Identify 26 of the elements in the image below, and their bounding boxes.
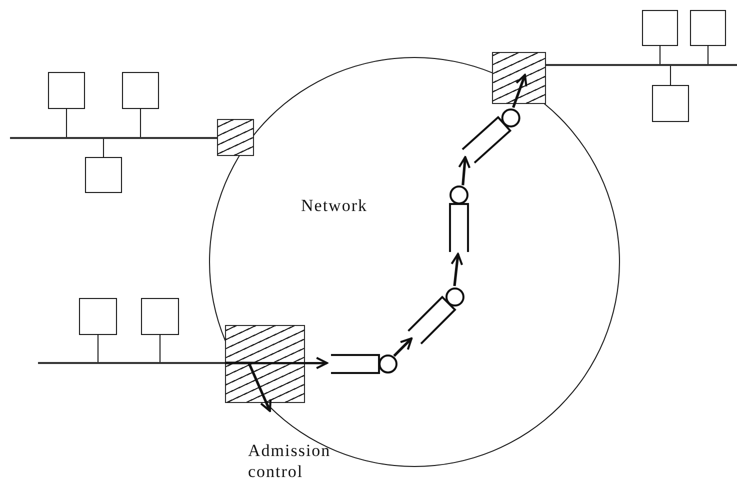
arrow: [458, 156, 471, 186]
host-box: [642, 10, 678, 46]
arrow: [248, 362, 272, 412]
host-box: [79, 298, 117, 335]
host-box: [85, 157, 122, 193]
arrow: [450, 252, 464, 286]
bus-line: [38, 362, 225, 364]
host-box: [48, 72, 85, 109]
gateway-box: [492, 52, 546, 104]
arrow: [393, 337, 413, 357]
admission-control-label: Admission control: [248, 440, 366, 484]
arrow: [512, 74, 528, 108]
connector-line: [103, 138, 104, 158]
host-box: [141, 298, 179, 335]
bus-line: [546, 64, 737, 66]
connector-line: [670, 66, 671, 86]
connector-line: [140, 108, 141, 138]
queue-server-symbol: [331, 354, 397, 374]
host-box: [690, 10, 726, 46]
queue-server-symbol: [449, 186, 469, 252]
connector-line: [66, 108, 67, 138]
network-label: Network: [301, 195, 368, 217]
bus-line: [10, 137, 217, 139]
host-box: [652, 85, 689, 122]
arrow: [225, 356, 328, 370]
host-box: [122, 72, 159, 109]
